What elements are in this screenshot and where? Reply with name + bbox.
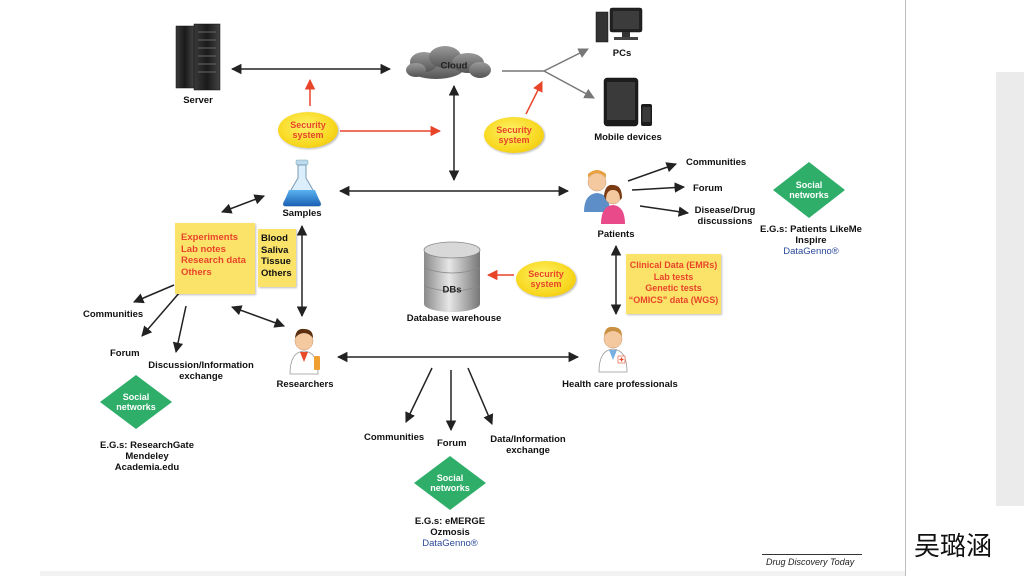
link-arrows <box>133 162 690 432</box>
flask-icon <box>282 159 322 207</box>
cloud-icon <box>406 46 491 79</box>
bottom-forum-label: Forum <box>437 438 467 449</box>
security-system-top-left: Security system <box>278 112 338 148</box>
researchers-forum-label: Forum <box>110 348 140 359</box>
server-label: Server <box>183 95 213 106</box>
health-care-professionals-label: Health care professionals <box>562 379 678 390</box>
pcs-label: PCs <box>612 48 632 59</box>
bottom-data-exchange-label: Data/Information exchange <box>490 434 566 456</box>
security-arrows <box>304 78 543 281</box>
patients-disease-drug-label: Disease/Drug discussions <box>694 205 756 227</box>
source-footer: Drug Discovery Today <box>766 557 855 567</box>
arrow-samples-note <box>221 194 265 214</box>
arrow-note-researchers <box>231 305 285 328</box>
db-inner-label: DBs <box>442 284 462 296</box>
research-data-note: Experiments Lab notes Research data Othe… <box>175 223 255 294</box>
researchers-discussion-label: Discussion/Information exchange <box>148 360 254 382</box>
side-panel <box>996 72 1024 506</box>
researchers-label: Researchers <box>276 379 334 390</box>
researchers-communities-label: Communities <box>83 309 144 320</box>
mobile-devices-label: Mobile devices <box>594 132 662 143</box>
social-networks-left-text: Social networks <box>116 392 156 412</box>
slide-bottom-edge <box>40 571 906 576</box>
clinical-data-note: Clinical Data (EMRs) Lab tests Genetic t… <box>626 254 721 314</box>
social-networks-right-text: Social networks <box>789 180 829 200</box>
database-icon <box>423 241 481 312</box>
bottom-communities-label: Communities <box>364 432 425 443</box>
social-diamond-bottom <box>414 456 486 510</box>
device-arrows <box>502 48 595 99</box>
author-name: 吴璐涵 <box>914 532 993 562</box>
mobile-devices-icon <box>603 77 652 127</box>
examples-left: E.G.s: ResearchGate Mendeley Academia.ed… <box>100 440 194 473</box>
connection-arrows <box>221 63 622 363</box>
slide-divider <box>905 0 906 576</box>
researcher-icon <box>289 328 320 375</box>
pc-icon <box>595 7 643 43</box>
cloud-label: Cloud <box>440 60 468 72</box>
doctor-icon <box>598 326 628 373</box>
sample-types-note: Blood Saliva Tissue Others <box>258 229 296 287</box>
social-networks-bottom-text: Social networks <box>430 473 470 493</box>
samples-label: Samples <box>282 208 322 219</box>
patients-label: Patients <box>597 229 635 240</box>
examples-right: E.G.s: Patients LikeMe Inspire DataGenno… <box>760 224 862 257</box>
database-warehouse-label: Database warehouse <box>406 313 502 324</box>
footer-rule <box>762 554 862 555</box>
security-system-db: Security system <box>516 261 576 297</box>
patients-icon <box>584 170 625 224</box>
social-diamond-right <box>773 162 845 218</box>
patients-communities-label: Communities <box>686 157 747 168</box>
social-diamond-left <box>100 375 172 429</box>
security-system-top-right: Security system <box>484 117 544 153</box>
patients-forum-label: Forum <box>693 183 723 194</box>
examples-bottom: E.G.s: eMERGE Ozmosis DataGenno® <box>414 516 486 549</box>
server-icon <box>175 23 221 91</box>
